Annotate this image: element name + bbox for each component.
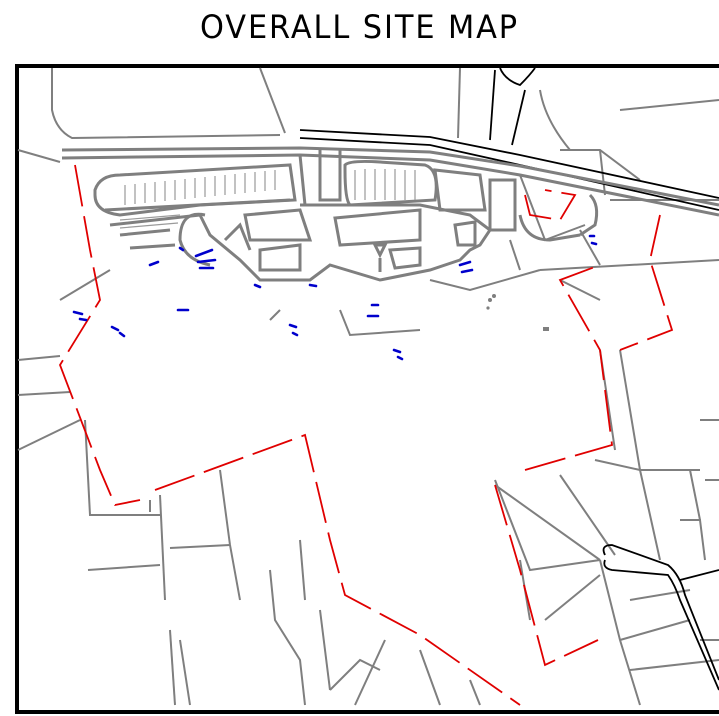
development-building-stripes	[119, 169, 416, 229]
development-area	[61, 146, 719, 282]
map-title: OVERALL SITE MAP	[199, 8, 520, 46]
blue-markers	[72, 234, 598, 361]
survey-points	[486, 294, 549, 331]
property-boundary	[59, 164, 674, 706]
parcel-lines	[17, 67, 719, 706]
highway	[299, 67, 719, 691]
map-border	[15, 64, 719, 714]
